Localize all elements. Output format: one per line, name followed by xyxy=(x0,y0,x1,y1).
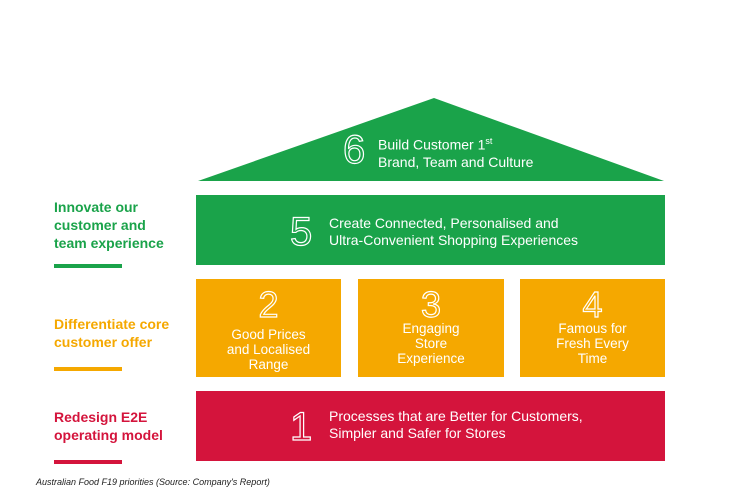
pillar-2-text: Good Prices and Localised Range xyxy=(227,327,310,372)
side-bar-green xyxy=(54,264,122,268)
pillar-4-text: Famous for Fresh Every Time xyxy=(556,321,629,366)
roof-text: Build Customer 1st Brand, Team and Cultu… xyxy=(378,133,533,171)
tier5-number: 5 xyxy=(289,209,313,254)
side-bar-red xyxy=(54,460,122,464)
pillar-3-text: Engaging Store Experience xyxy=(397,321,465,366)
pillar-4-line: Famous for xyxy=(558,321,627,336)
roof-line1: Build Customer 1 xyxy=(378,136,486,153)
tier1-line1: Processes that are Better for Customers, xyxy=(329,408,583,424)
pillar-2-line: Good Prices xyxy=(231,327,306,342)
tier1-block: 1 Processes that are Better for Customer… xyxy=(196,391,665,461)
roof-shape xyxy=(198,98,664,181)
pillar-4-line: Time xyxy=(577,351,608,366)
pillar-3-number: 3 xyxy=(420,284,442,325)
roof-sup: st xyxy=(485,136,493,146)
pillar-4-number: 4 xyxy=(582,284,603,325)
pillar-2-number: 2 xyxy=(258,284,279,325)
side-label-line: Innovate our xyxy=(54,199,139,215)
pillar-2-line: and Localised xyxy=(226,342,311,357)
side-label-differentiate: Differentiate core customer offer xyxy=(54,315,169,351)
pillar-3-line: Experience xyxy=(397,351,465,366)
side-label-line: customer offer xyxy=(54,334,153,350)
side-label-line: Redesign E2E xyxy=(54,409,148,425)
pillar-2-line: Range xyxy=(248,357,289,372)
tier5-line1: Create Connected, Personalised and xyxy=(329,215,559,231)
tier1-text: Processes that are Better for Customers,… xyxy=(329,408,583,442)
pillar-4-line: Fresh Every xyxy=(556,336,629,351)
side-label-redesign: Redesign E2E operating model xyxy=(54,408,163,444)
side-bar-amber xyxy=(54,367,122,371)
pillar-3-line: Store xyxy=(414,336,448,351)
roof-line2: Brand, Team and Culture xyxy=(378,153,534,170)
tier5-block: 5 Create Connected, Personalised and Ult… xyxy=(196,195,665,265)
side-label-line: customer and xyxy=(54,217,146,233)
tier5-line2: Ultra-Convenient Shopping Experiences xyxy=(329,232,579,248)
side-label-innovate: Innovate our customer and team experienc… xyxy=(54,198,164,252)
tier1-number: 1 xyxy=(289,404,313,449)
pillar-4: 4 Famous for Fresh Every Time xyxy=(520,279,665,377)
roof-number: 6 xyxy=(342,127,366,172)
side-label-line: Differentiate core xyxy=(54,316,170,332)
caption: Australian Food F19 priorities (Source: … xyxy=(36,477,270,487)
tier1-line2: Simpler and Safer for Stores xyxy=(329,425,506,441)
pillar-2: 2 Good Prices and Localised Range xyxy=(196,279,341,377)
pillar-3-line: Engaging xyxy=(402,321,460,336)
side-label-line: team experience xyxy=(54,235,164,251)
pillar-3: 3 Engaging Store Experience xyxy=(358,279,504,377)
side-label-line: operating model xyxy=(54,427,163,443)
tier5-text: Create Connected, Personalised and Ultra… xyxy=(329,215,578,249)
